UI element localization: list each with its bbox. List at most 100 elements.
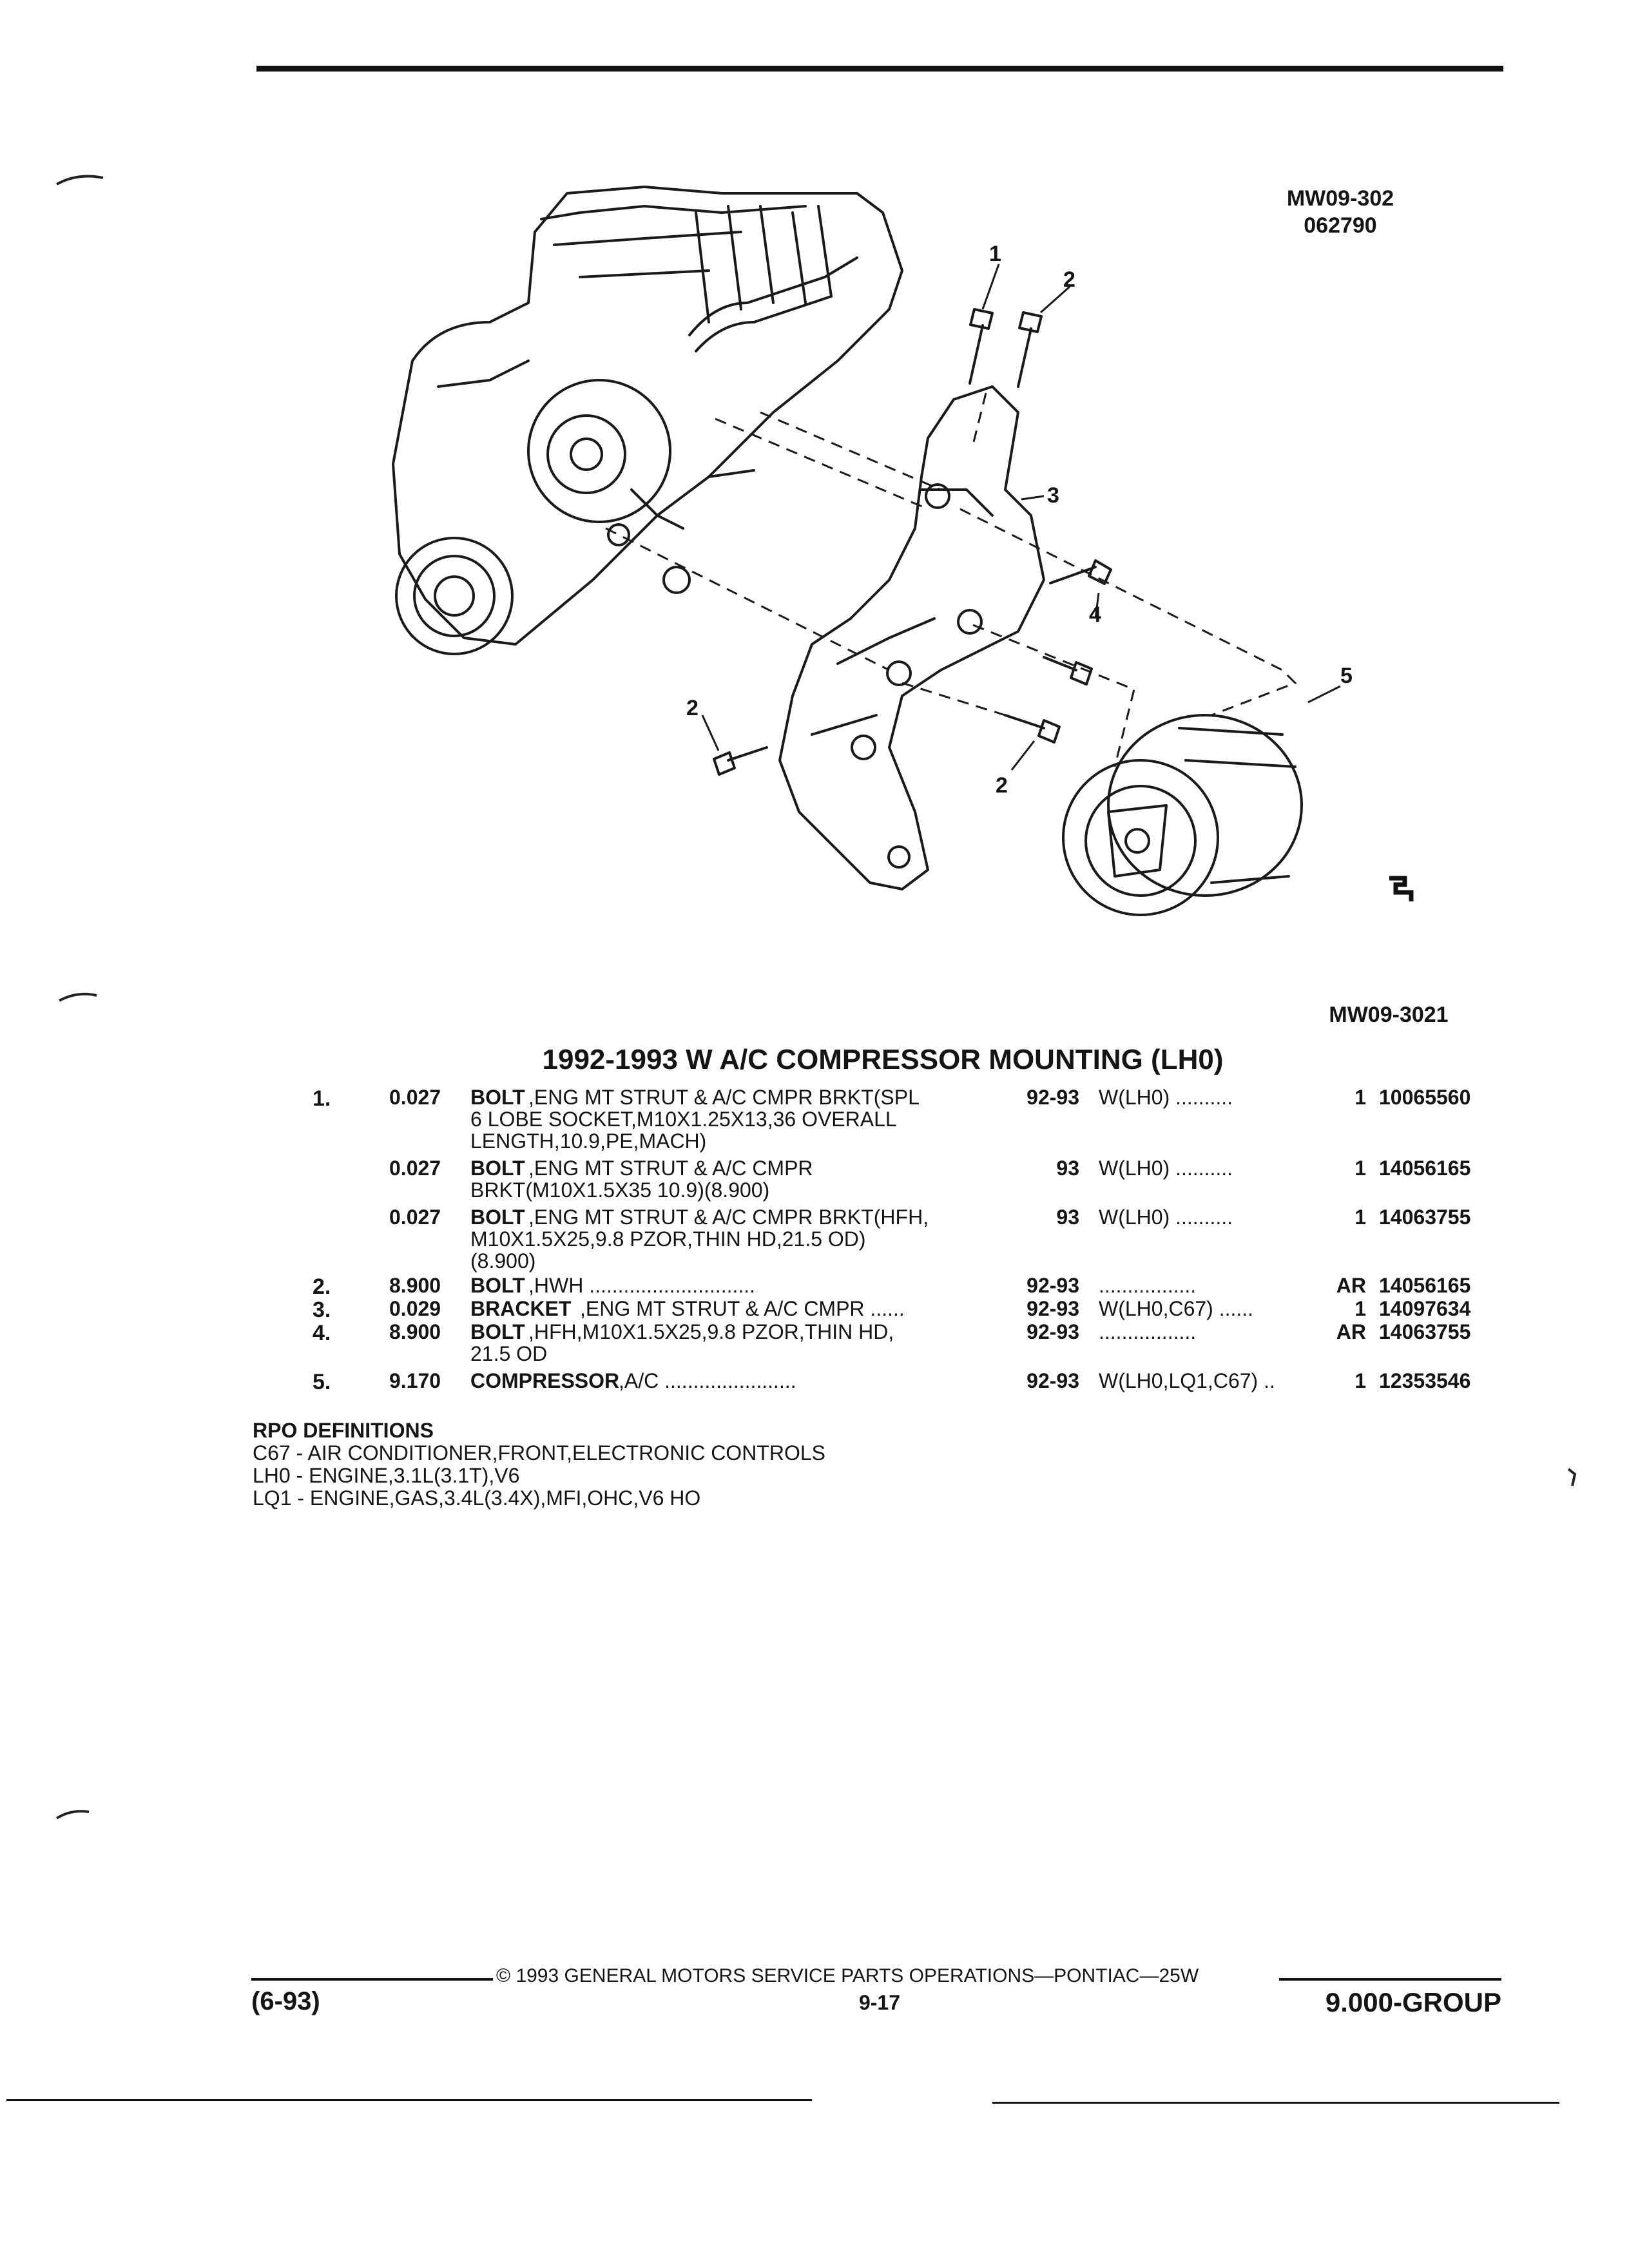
engine-detail <box>695 205 833 323</box>
part-number: 14063755 <box>1379 1320 1471 1343</box>
quantity: 1 <box>1354 1086 1366 1109</box>
alternator <box>527 379 671 523</box>
part-name: BOLT <box>470 1320 525 1343</box>
alternator-hub <box>570 437 603 471</box>
engine-boss <box>607 523 630 546</box>
group-label: 9.000-GROUP <box>1325 1987 1501 2017</box>
gm-logo-mark <box>1389 876 1414 901</box>
model-years: 92-93 <box>1027 1297 1079 1320</box>
copyright-notice: © 1993 GENERAL MOTORS SERVICE PARTS OPER… <box>496 1965 1199 1986</box>
figure-ref-code: MW09-302 <box>1286 186 1394 211</box>
leader-line <box>701 715 720 751</box>
leader-line <box>1040 285 1070 314</box>
alignment-line <box>959 508 1297 716</box>
alignment-line <box>972 392 987 445</box>
part-description-cont: 21.5 OD <box>470 1342 548 1365</box>
part-number: 14063755 <box>1379 1206 1471 1229</box>
compressor-clutch <box>1062 759 1219 916</box>
part-description: ,ENG MT STRUT & A/C CMPR BRKT(SPL <box>528 1086 920 1109</box>
engine-block <box>392 186 903 646</box>
crank-pulley-inner <box>413 555 496 637</box>
rpo-line: C67 - AIR CONDITIONER,FRONT,ELECTRONIC C… <box>253 1441 825 1465</box>
rpo-heading: RPO DEFINITIONS <box>253 1419 434 1442</box>
part-description: ,A/C ....................... <box>619 1369 796 1392</box>
callout-2-left: 2 <box>686 696 699 720</box>
margin-mark <box>56 175 104 186</box>
leader-line <box>981 264 1000 310</box>
bottom-rule-right <box>992 2102 1559 2104</box>
quantity: AR <box>1336 1274 1366 1297</box>
hose <box>688 256 858 336</box>
bracket-hole <box>957 609 983 635</box>
part-name: BOLT <box>470 1206 525 1229</box>
quantity: 1 <box>1354 1297 1366 1320</box>
part-description-cont: (8.900) <box>470 1249 536 1273</box>
engine-detail <box>437 205 807 388</box>
quantity: 1 <box>1354 1369 1366 1392</box>
group-number: 9.170 <box>389 1369 441 1392</box>
alignment-line <box>972 624 1135 767</box>
margin-mark <box>55 1810 90 1820</box>
page-number: 9-17 <box>858 1991 901 2014</box>
top-rule <box>256 66 1503 72</box>
part-number: 14056165 <box>1379 1274 1471 1297</box>
alignment-line <box>901 682 1006 716</box>
part-number: 14056165 <box>1379 1157 1471 1180</box>
rpo-line: LQ1 - ENGINE,GAS,3.4L(3.4X),MFI,OHC,V6 H… <box>253 1486 701 1510</box>
alignment-line <box>605 527 890 671</box>
bottom-rule-left <box>6 2099 812 2101</box>
part-name: BOLT <box>470 1157 525 1180</box>
item-number: 3. <box>313 1298 331 1322</box>
callout-5: 5 <box>1340 664 1353 688</box>
leader-line <box>1307 685 1341 704</box>
callout-3: 3 <box>1047 483 1059 508</box>
group-number: 8.900 <box>389 1274 441 1297</box>
part-name: COMPRESSOR <box>470 1369 620 1392</box>
usage: W(LH0) .......... <box>1099 1157 1233 1180</box>
group-number: 0.027 <box>389 1206 441 1229</box>
engine-boss <box>662 566 691 594</box>
model-years: 92-93 <box>1027 1274 1079 1297</box>
mounting-bracket <box>778 385 1045 890</box>
leader-line <box>1021 495 1045 501</box>
exploded-view-illustration: 1 2 3 4 5 2 2 <box>392 186 1353 916</box>
compressor-clutch-face <box>1084 785 1197 897</box>
usage: ................. <box>1099 1320 1197 1343</box>
compressor-hub <box>1124 828 1150 854</box>
usage: W(LH0) .......... <box>1099 1206 1233 1229</box>
bracket-hole <box>886 660 912 686</box>
group-number: 8.900 <box>389 1320 441 1343</box>
part-description-cont: M10X1.5X25,9.8 PZOR,THIN HD,21.5 OD) <box>470 1227 866 1251</box>
callout-2: 2 <box>1063 267 1075 292</box>
margin-mark <box>59 992 97 1002</box>
usage: W(LH0,LQ1,C67) .. <box>1099 1369 1275 1392</box>
section-title: 1992-1993 W A/C COMPRESSOR MOUNTING (LH0… <box>542 1044 1224 1075</box>
part-description-cont: LENGTH,10.9,PE,MACH) <box>470 1129 707 1153</box>
part-name: BOLT <box>470 1274 525 1297</box>
quantity: 1 <box>1354 1206 1366 1229</box>
part-number: 12353546 <box>1379 1369 1471 1392</box>
bolt-1 <box>969 308 994 385</box>
group-number: 0.027 <box>389 1086 441 1109</box>
group-number: 0.029 <box>389 1297 441 1320</box>
compressor-ribs <box>1178 727 1296 884</box>
bracket-hole <box>851 735 876 760</box>
part-name: BRACKET <box>470 1297 572 1320</box>
bolt-2-right <box>1004 714 1061 744</box>
bracket-hole <box>887 845 911 869</box>
rpo-line: LH0 - ENGINE,3.1L(3.1T),V6 <box>253 1464 520 1487</box>
footer-rule-right <box>1279 1978 1501 1981</box>
alignment-line <box>715 418 929 510</box>
part-description: ,ENG MT STRUT & A/C CMPR BRKT(HFH, <box>528 1206 929 1229</box>
item-number: 5. <box>313 1370 331 1394</box>
part-description: ,ENG MT STRUT & A/C CMPR ...... <box>580 1297 905 1320</box>
revision-date: (6-93) <box>251 1987 320 2015</box>
alternator-harness <box>630 469 755 530</box>
part-description-cont: BRKT(M10X1.5X35 10.9)(8.900) <box>470 1178 770 1202</box>
figure-code: MW09-3021 <box>1329 1003 1449 1027</box>
bracket-hole <box>925 483 950 509</box>
model-years: 92-93 <box>1027 1369 1079 1392</box>
item-number: 4. <box>313 1321 331 1345</box>
item-number: 1. <box>313 1086 331 1111</box>
callout-2-right: 2 <box>996 773 1008 798</box>
